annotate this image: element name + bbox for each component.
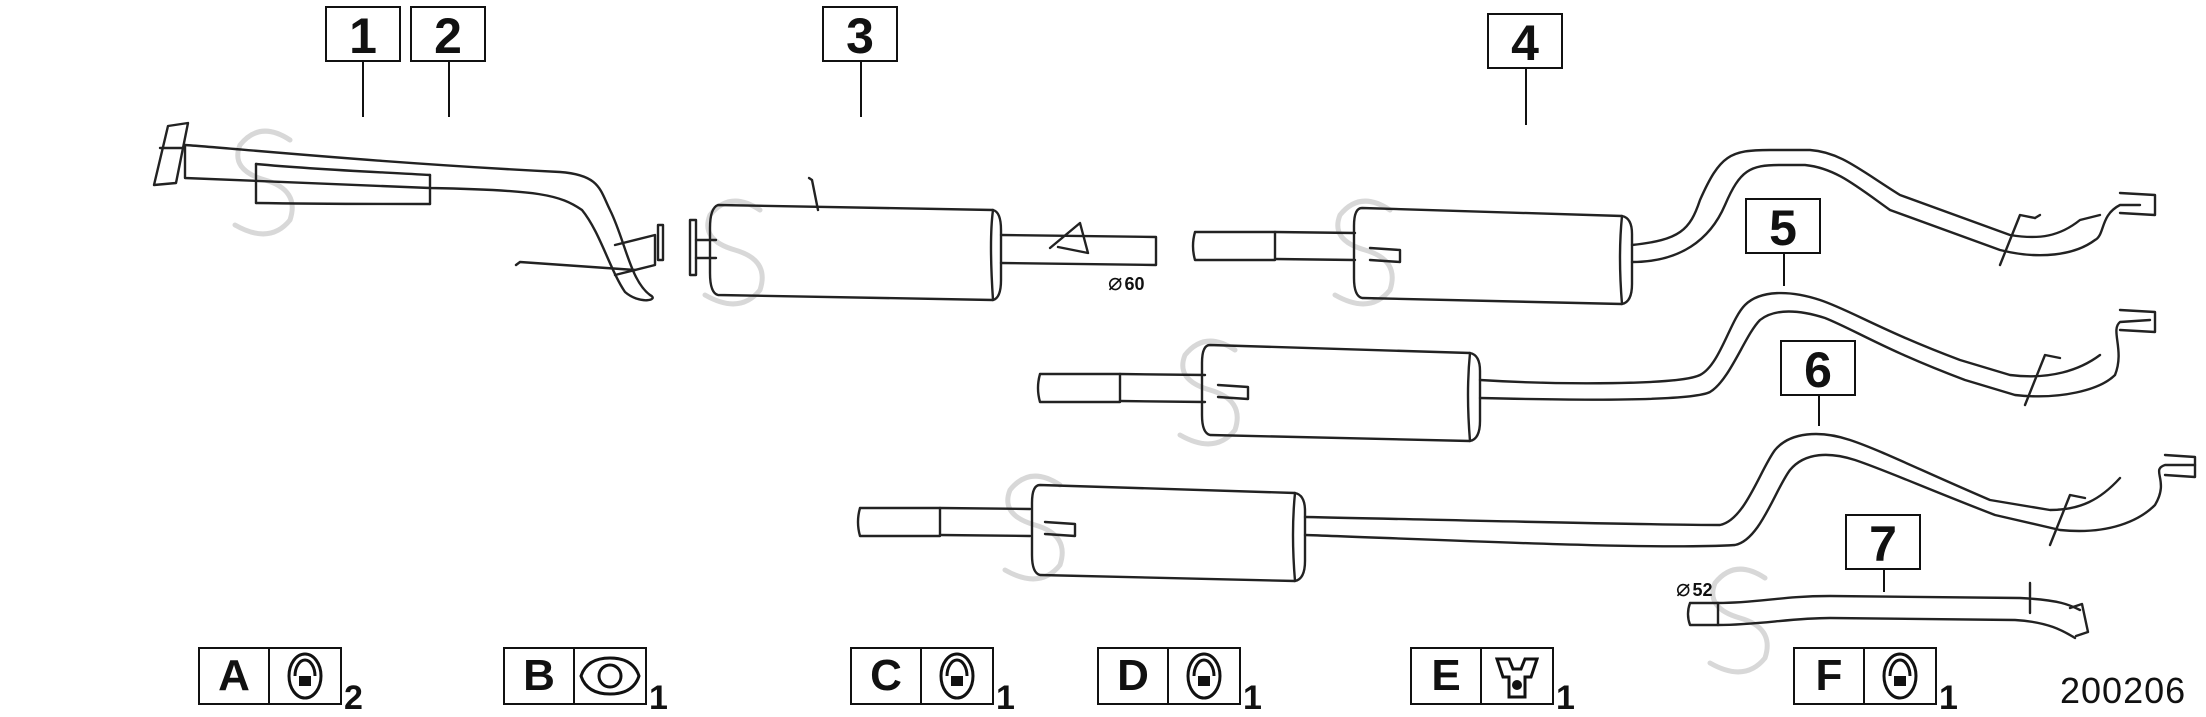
leader-4 [1525,69,1527,125]
part-quantity: 1 [1243,679,1262,717]
rear-section-4 [1191,148,2157,306]
rear-section-6 [856,432,2197,583]
rubber-mount-icon [270,647,342,705]
callout-6: 6 [1780,340,1856,398]
part-C: C 1 [850,647,1015,715]
part-letter: D [1097,647,1169,705]
leader-7 [1883,570,1885,592]
part-quantity: 1 [649,679,668,717]
callout-1: 1 [325,6,401,64]
diameter-label-52: ⌀52 [1676,575,1713,602]
diameter-icon: ⌀ [1676,575,1691,602]
tail-pipe [1686,581,2090,640]
part-quantity: 1 [1939,679,1958,717]
callout-2: 2 [410,6,486,64]
callout-5: 5 [1745,198,1821,256]
part-letter: A [198,647,270,705]
leader-3 [860,62,862,117]
part-quantity: 1 [996,679,1015,717]
gasket-icon [575,647,647,705]
part-D: D 1 [1097,647,1262,715]
drawing-number: 200206 [2060,670,2187,711]
callout-7: 7 [1845,514,1921,572]
part-letter: B [503,647,575,705]
front-pipe [152,121,665,302]
part-quantity: 1 [1556,679,1575,717]
part-B: B 1 [503,647,668,715]
diameter-icon: ⌀ [1108,269,1123,296]
part-letter: E [1410,647,1482,705]
leader-2 [448,62,450,117]
part-letter: C [850,647,922,705]
rubber-mount-icon [1865,647,1937,705]
part-F: F 1 [1793,647,1958,715]
part-E: E 1 [1410,647,1575,715]
hanger-bracket-icon [1482,647,1554,705]
callout-4: 4 [1487,13,1563,71]
callout-3: 3 [822,6,898,64]
rubber-mount-icon [1169,647,1241,705]
part-quantity: 2 [344,679,363,717]
leader-1 [362,62,364,117]
part-A: A 2 [198,647,363,715]
leader-5 [1783,254,1785,286]
rubber-mount-icon [922,647,994,705]
leader-6 [1818,396,1820,426]
rear-section-5 [1036,291,2157,443]
diameter-label-60: ⌀60 [1108,269,1145,296]
center-muffler [688,176,1158,302]
part-letter: F [1793,647,1865,705]
